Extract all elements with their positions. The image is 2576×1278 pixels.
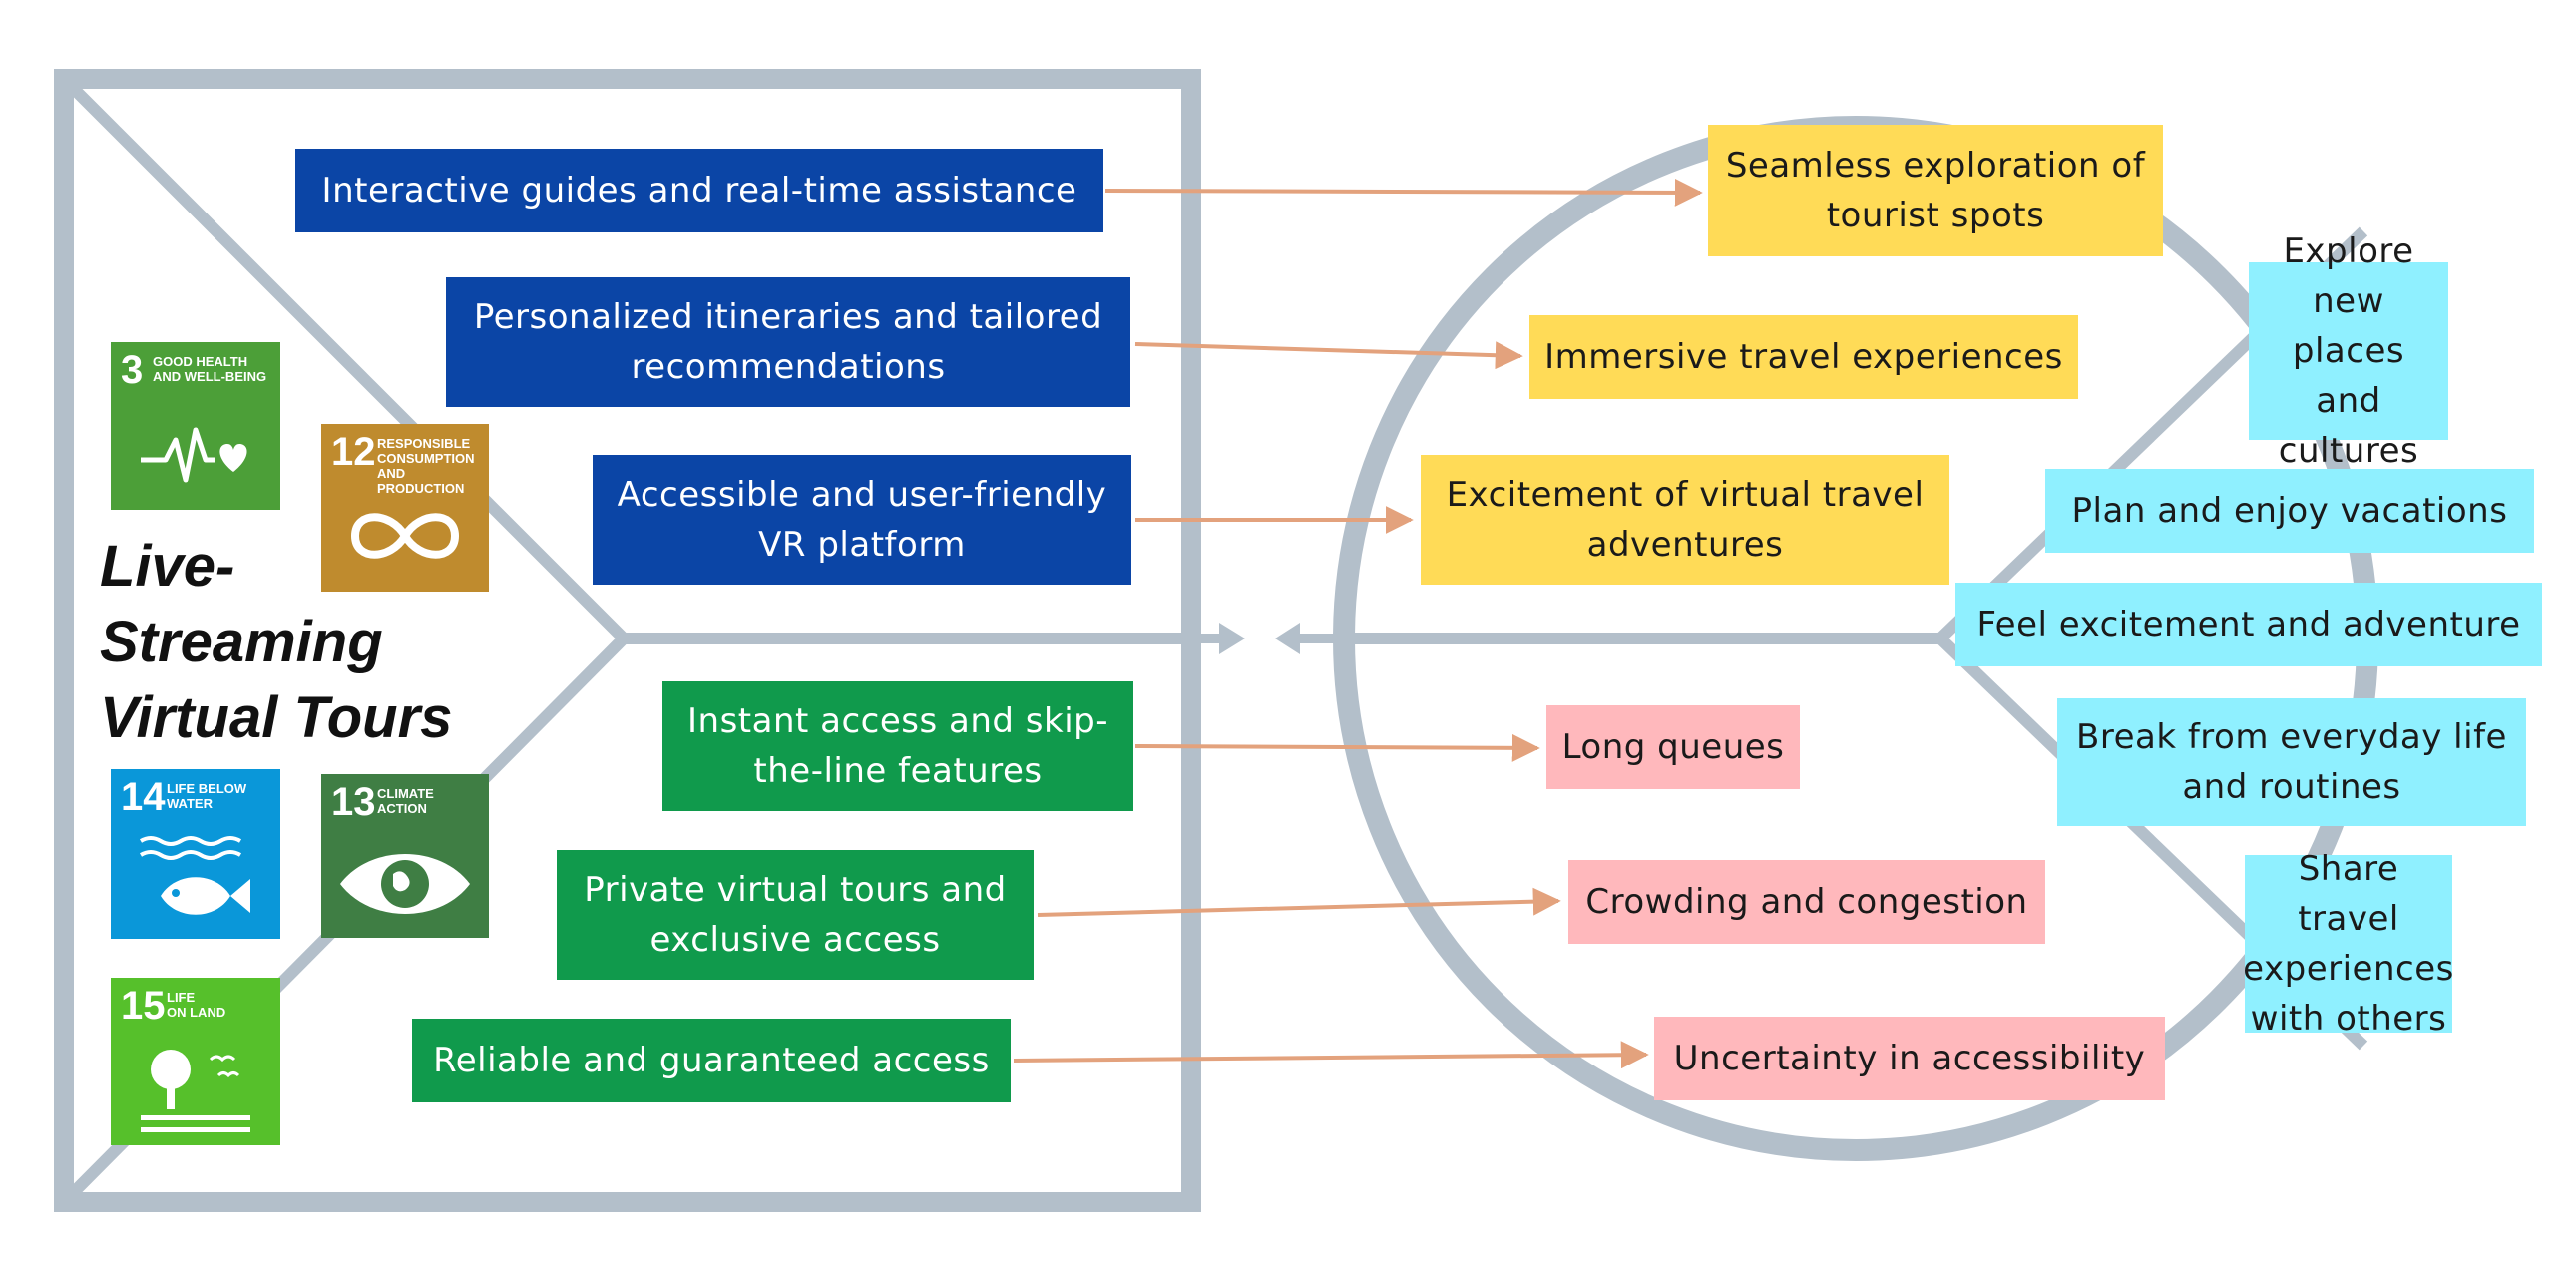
pain-3: Uncertainty in accessibility xyxy=(1654,1017,2165,1100)
sdg-text: LIFE ON LAND xyxy=(167,990,226,1020)
sdg-number: 15 xyxy=(121,984,166,1028)
sdg-number: 14 xyxy=(121,775,166,819)
sdg-text: RESPONSIBLE CONSUMPTION AND PRODUCTION xyxy=(377,436,475,496)
fish-icon xyxy=(139,836,250,915)
tree-birds-icon xyxy=(141,1050,250,1132)
customer-job-2: Plan and enjoy vacations xyxy=(2045,469,2534,553)
pain-1: Long queues xyxy=(1546,705,1800,789)
sdg-badge-14: 14 LIFE BELOW WATER xyxy=(111,769,280,939)
gain-creator-2: Personalized itineraries and tailored re… xyxy=(446,277,1130,407)
customer-job-1: Explore new places and cultures xyxy=(2249,231,2448,471)
sdg-text: CLIMATE ACTION xyxy=(377,786,434,816)
gain-creator-1: Interactive guides and real-time assista… xyxy=(295,149,1103,232)
fit-arrow-left-head xyxy=(1275,623,1300,654)
pain-2: Crowding and congestion xyxy=(1568,860,2045,944)
eye-globe-icon xyxy=(340,854,470,914)
sdg-text: LIFE BELOW WATER xyxy=(167,781,247,811)
connector-arrow-4 xyxy=(1134,733,1540,762)
sdg-badge-12: 12 RESPONSIBLE CONSUMPTION AND PRODUCTIO… xyxy=(321,424,489,592)
connector-arrow-6 xyxy=(1013,1041,1649,1069)
gain-3: Excitement of virtual travel adventures xyxy=(1421,455,1949,585)
gain-creator-3: Accessible and user-friendly VR platform xyxy=(593,455,1131,585)
customer-job-5: Share travel experiences with others xyxy=(2243,849,2454,1039)
product-title: Live- Streaming Virtual Tours xyxy=(100,534,453,750)
connector-arrow-5 xyxy=(1037,887,1561,917)
connector-arrow-1 xyxy=(1104,178,1703,207)
sdg-badge-13: 13 CLIMATE ACTION xyxy=(321,774,489,938)
infinity-loop-icon xyxy=(350,513,460,559)
heartbeat-icon xyxy=(141,427,247,483)
pain-reliever-2: Private virtual tours and exclusive acce… xyxy=(557,850,1034,980)
customer-job-3: Feel excitement and adventure xyxy=(1955,583,2542,666)
sdg-number: 12 xyxy=(331,430,376,474)
gain-1: Seamless exploration of tourist spots xyxy=(1708,125,2163,256)
customer-job-4: Break from everyday life and routines xyxy=(2057,698,2526,826)
sdg-badge-3: 3 GOOD HEALTH AND WELL-BEING xyxy=(111,342,280,510)
value-map-diagonal-upper xyxy=(67,82,629,643)
connector-arrow-2 xyxy=(1134,341,1523,370)
sdg-number: 13 xyxy=(331,780,376,824)
sdg-number: 3 xyxy=(121,348,144,392)
pain-reliever-3: Reliable and guaranteed access xyxy=(412,1019,1011,1102)
gain-2: Immersive travel experiences xyxy=(1529,315,2078,399)
fit-arrow-right-head xyxy=(1219,623,1245,654)
sdg-text: GOOD HEALTH AND WELL-BEING xyxy=(153,354,267,384)
pain-reliever-1: Instant access and skip- the-line featur… xyxy=(662,681,1133,811)
sdg-badge-15: 15 LIFE ON LAND xyxy=(111,978,280,1145)
